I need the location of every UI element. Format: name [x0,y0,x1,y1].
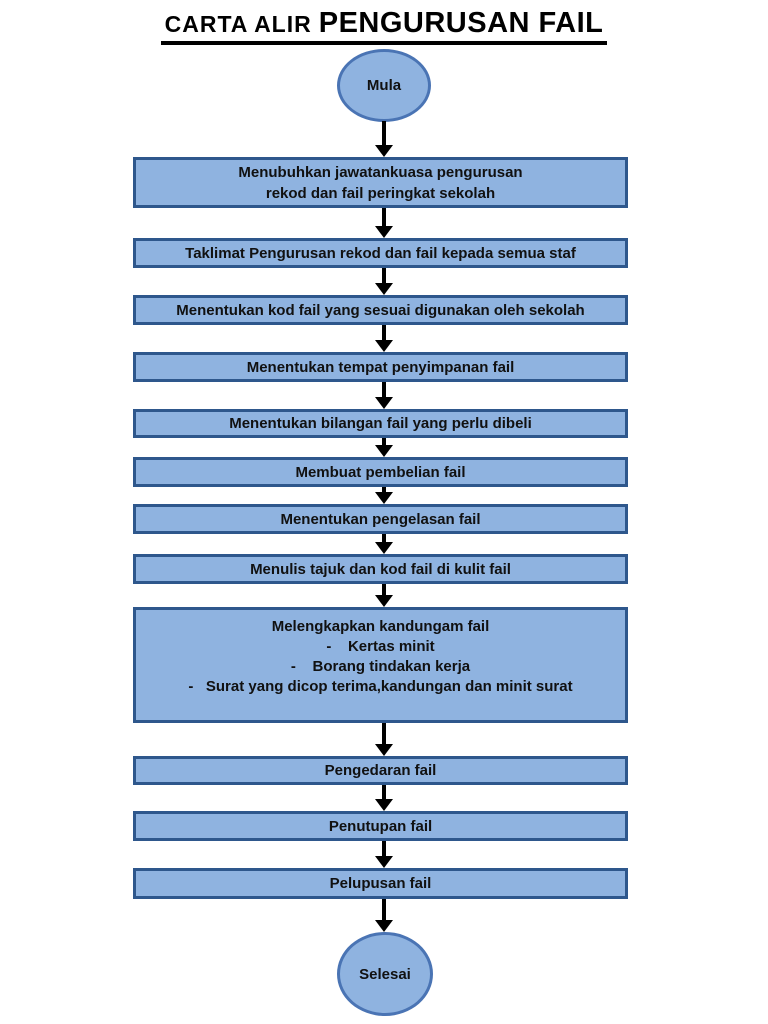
arrow-stem [382,438,386,445]
arrow-head-icon [375,397,393,409]
flow-step-3-box: Menentukan kod fail yang sesuai digunaka… [133,295,628,325]
arrow-head-icon [375,595,393,607]
flow-step-2-box: Taklimat Pengurusan rekod dan fail kepad… [133,238,628,268]
arrow-stem [382,382,386,397]
arrow-stem [382,841,386,856]
down-arrow-connector [375,382,393,409]
arrow-head-icon [375,856,393,868]
arrow-stem [382,785,386,799]
arrow-head-icon [375,283,393,295]
flow-step-1-box: Menubuhkan jawatankuasa pengurusan rekod… [133,157,628,208]
flow-step-1-label: Menubuhkan jawatankuasa pengurusan rekod… [238,163,523,202]
down-arrow-connector [375,534,393,554]
arrow-stem [382,723,386,744]
flow-step-12-label: Pelupusan fail [329,875,432,892]
flow-step-8-box: Menulis tajuk dan kod fail di kulit fail [133,554,628,584]
arrow-head-icon [375,744,393,756]
down-arrow-connector [375,121,393,157]
flow-step-10-box: Pengedaran fail [133,756,628,785]
down-arrow-connector [375,723,393,756]
arrow-stem [382,534,386,542]
arrow-stem [382,899,386,920]
arrow-head-icon [375,226,393,238]
down-arrow-connector [375,208,393,238]
down-arrow-connector [375,899,393,932]
flow-step-3-label: Menentukan kod fail yang sesuai digunaka… [176,301,585,319]
flow-step-5-box: Menentukan bilangan fail yang perlu dibe… [133,409,628,438]
arrow-head-icon [375,145,393,157]
arrow-head-icon [375,799,393,811]
flow-step-6-label: Membuat pembelian fail [295,463,466,481]
start-terminal: Mula [337,49,431,122]
flow-step-10-label: Pengedaran fail [324,762,437,779]
arrow-stem [382,268,386,283]
flow-step-9-box: Melengkapkan kandungam fail - Kertas min… [133,607,628,723]
page-title-main: PENGURUSAN FAIL [318,7,604,39]
arrow-head-icon [375,445,393,457]
down-arrow-connector [375,325,393,352]
end-terminal: Selesai [337,932,433,1016]
end-terminal-label: Selesai [359,965,411,983]
down-arrow-connector [375,841,393,868]
start-terminal-label: Mula [366,77,402,94]
arrow-stem [382,325,386,340]
flow-step-7-box: Menentukan pengelasan fail [133,504,628,534]
down-arrow-connector [375,268,393,295]
flow-step-6-box: Membuat pembelian fail [133,457,628,487]
flow-step-11-label: Penutupan fail [328,817,433,835]
flow-step-7-label: Menentukan pengelasan fail [280,510,481,528]
down-arrow-connector [375,584,393,607]
down-arrow-connector [375,785,393,811]
flow-step-12-box: Pelupusan fail [133,868,628,899]
arrow-stem [382,121,386,145]
arrow-stem [382,487,386,492]
flow-step-5-label: Menentukan bilangan fail yang perlu dibe… [229,415,532,432]
arrow-stem [382,208,386,226]
flow-step-8-label: Menulis tajuk dan kod fail di kulit fail [250,560,511,578]
arrow-head-icon [375,340,393,352]
down-arrow-connector [375,438,393,457]
arrow-head-icon [375,542,393,554]
flow-step-11-box: Penutupan fail [133,811,628,841]
arrow-stem [382,584,386,595]
arrow-head-icon [375,920,393,932]
flow-step-4-box: Menentukan tempat penyimpanan fail [133,352,628,382]
flow-step-9-label: Melengkapkan kandungam fail - Kertas min… [188,618,573,695]
page-title-prefix: CARTA ALIR [164,11,312,37]
flow-step-4-label: Menentukan tempat penyimpanan fail [246,358,515,376]
flow-step-2-label: Taklimat Pengurusan rekod dan fail kepad… [185,244,576,262]
arrow-head-icon [375,492,393,504]
down-arrow-connector [375,487,393,504]
